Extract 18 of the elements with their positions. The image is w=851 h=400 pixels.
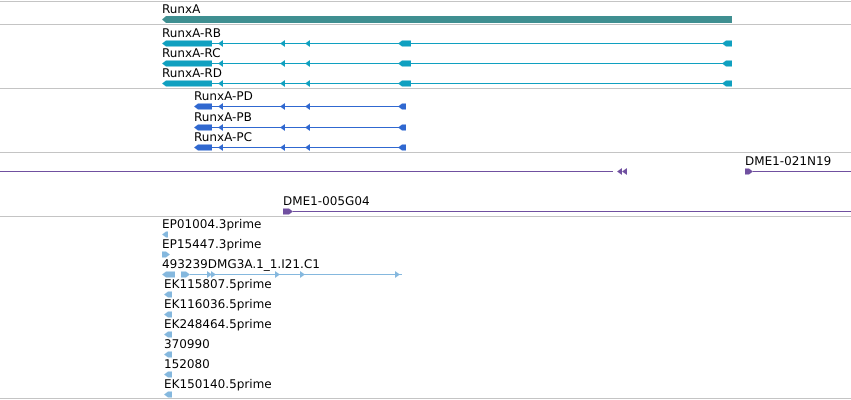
feature-label: RunxA-PB: [194, 110, 252, 124]
feature-label: RunxA-RC: [162, 46, 221, 60]
feature-label: RunxA-PD: [194, 89, 253, 103]
feature-label: 370990: [164, 337, 210, 351]
feature-label: EK115807.5prime: [164, 277, 272, 291]
feature-label: EP01004.3prime: [162, 217, 262, 231]
feature-label: EK248464.5prime: [164, 317, 272, 331]
feature-label: RunxA-RD: [162, 66, 222, 80]
feature-label: RunxA-RB: [162, 26, 221, 40]
feature-label: DME1-005G04: [283, 194, 370, 208]
feature-label: 493239DMG3A.1_1.I21.C1: [162, 257, 320, 271]
feature-label: DME1-021N19: [745, 154, 832, 168]
feature-label: 152080: [164, 357, 210, 371]
feature-label: RunxA: [162, 2, 200, 16]
feature-label: RunxA-PC: [194, 130, 252, 144]
feature-label: EK150140.5prime: [164, 377, 272, 391]
feature-label: EK116036.5prime: [164, 297, 272, 311]
feature-label: EP15447.3prime: [162, 237, 262, 251]
